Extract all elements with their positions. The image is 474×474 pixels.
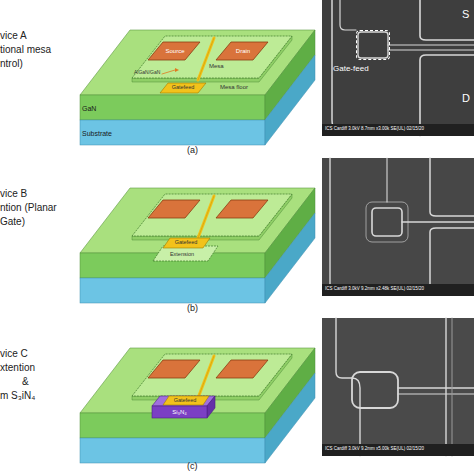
si3n4-side <box>207 396 215 418</box>
sem-gate-line <box>388 50 474 51</box>
mesa-edge <box>132 36 292 82</box>
substrate-side <box>265 55 315 145</box>
sem-edge <box>340 0 356 30</box>
si3n4-box: Si₃N₄ <box>152 406 207 418</box>
node-text: Gatefeed <box>172 85 195 91</box>
si3n4-front <box>152 406 207 418</box>
source-pad-label: Source <box>158 44 192 58</box>
node-text: Source <box>165 48 184 54</box>
sem-edge <box>445 318 446 456</box>
sem-gate-line <box>386 158 387 202</box>
gatefeed-pad <box>163 396 209 405</box>
substrate-front <box>80 120 265 145</box>
source-pad <box>148 360 200 378</box>
panel-tag: (a) <box>187 146 198 156</box>
sem-drain-edge <box>420 55 474 136</box>
node-text: Extension <box>170 252 194 258</box>
sem-gate-line <box>398 393 474 394</box>
gatefeed-pad <box>160 83 206 93</box>
node-text: Gatefeed <box>174 398 197 404</box>
node-text: GaN <box>82 105 96 112</box>
gate-finger-edge <box>198 38 214 80</box>
sem-databar <box>322 444 474 456</box>
sem-callout-box: Gate-feed <box>356 30 390 60</box>
gatefeed-box: Gatefeed <box>165 238 207 248</box>
sem-image <box>322 158 474 296</box>
sem-gate-line <box>398 387 474 389</box>
sem-edge <box>452 318 453 456</box>
substrate-side <box>265 373 315 463</box>
extension-box: Extension <box>158 250 206 260</box>
sem-image <box>322 318 474 456</box>
sem-databar <box>322 124 474 136</box>
mesa-edge <box>132 354 292 400</box>
gatefeed-box: Gatefeed <box>162 83 204 93</box>
gan-front <box>80 253 265 278</box>
substrate-layer: Substrate <box>82 122 265 144</box>
gate-finger <box>198 38 214 80</box>
arrow-head <box>175 68 179 72</box>
gate-finger <box>198 356 214 398</box>
panel-title: vice A <box>0 30 27 41</box>
label-arrow <box>162 70 175 74</box>
panel-title: m S₃iN₄ <box>0 390 35 401</box>
source-pad <box>148 200 200 218</box>
sem-gate-pad <box>352 372 398 408</box>
panel-tag: (c) <box>187 462 198 472</box>
drain-pad <box>216 360 268 378</box>
si3n4-top <box>152 396 215 406</box>
panel-title: Gate) <box>0 216 25 227</box>
sem-source-edge <box>420 0 474 40</box>
sem-databar-text: ICS Cardiff 3.0kV 9.2mm x5.00k SE(UL) 02… <box>325 447 424 452</box>
panel-title: xtention <box>0 362 35 373</box>
sem-gate-line <box>388 44 474 45</box>
drain-pad <box>216 200 268 218</box>
gate-finger <box>198 196 214 238</box>
node-text: Si₃N₄ <box>172 409 187 415</box>
drain-pad <box>216 42 268 60</box>
panel-title: ntion (Planar <box>0 202 57 213</box>
sem-part-name: S <box>462 8 469 20</box>
gan-front <box>80 95 265 120</box>
node-text: Drain <box>236 48 250 54</box>
panel-tag: (b) <box>187 304 198 314</box>
substrate-front <box>80 278 265 303</box>
gate-finger-edge <box>198 196 214 238</box>
gan-layer: GaN <box>82 97 265 119</box>
sem-databar-text: ICS Cardiff 3.0kV 9.2mm x2.48k SE(UL) 02… <box>325 287 424 292</box>
panel-title: tional mesa <box>0 44 51 55</box>
node-text: Substrate <box>82 130 112 137</box>
substrate-front <box>80 438 265 463</box>
sem-databar <box>322 284 474 296</box>
panel-title: ntrol) <box>0 58 23 69</box>
mesa-edge <box>132 194 292 240</box>
panel-title: & <box>22 376 29 387</box>
sem-image <box>322 0 474 136</box>
sem-edge <box>336 318 360 456</box>
node-text: Gatefeed <box>175 240 198 246</box>
part-name: Mesa <box>209 63 224 70</box>
gatefeed-pad <box>163 238 210 248</box>
gate-finger-edge <box>198 356 214 398</box>
substrate-side <box>265 213 315 303</box>
node-text: Gate-feed <box>333 65 369 73</box>
part-name: AlGaN/GaN <box>134 70 160 76</box>
source-pad <box>148 42 200 60</box>
sem-source-edge <box>430 158 474 216</box>
drain-pad-label: Drain <box>226 44 260 58</box>
panel-title: vice B <box>0 188 27 199</box>
sem-edge <box>329 158 330 290</box>
sem-part-name: D <box>462 92 470 104</box>
sem-drain-edge <box>430 228 474 284</box>
sem-gate-line <box>402 221 474 222</box>
sem-databar-text: ICS Cardiff 3.0kV 8.7mm x3.00k SE(UL) 02… <box>325 127 424 132</box>
sem-gate-pad <box>358 32 388 58</box>
sem-gate-pad <box>372 208 402 236</box>
panel-title: vice C <box>0 348 28 359</box>
part-name: Mesa floor <box>220 84 248 91</box>
gatefeed-box: Gatefeed <box>164 396 206 405</box>
